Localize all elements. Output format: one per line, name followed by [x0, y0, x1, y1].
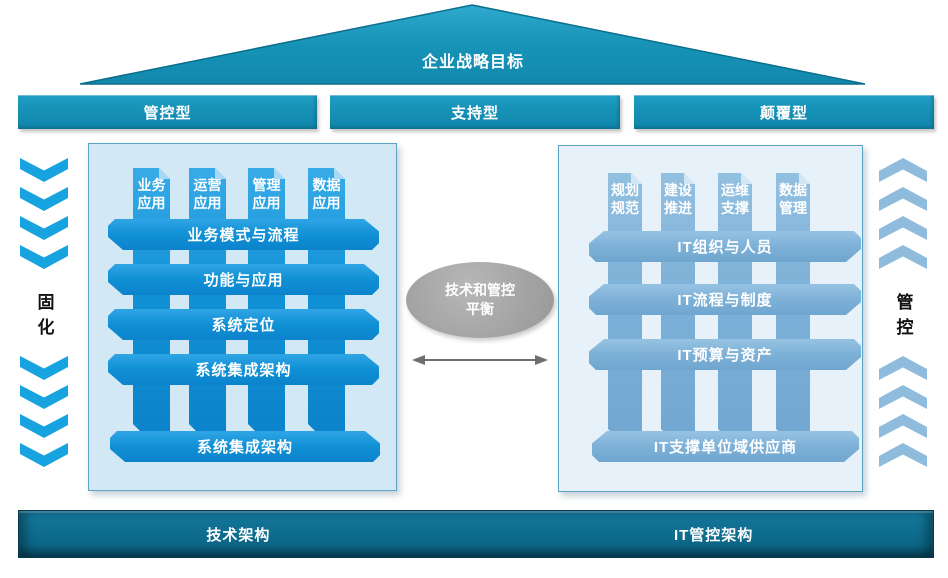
column-label: 运营应用	[193, 177, 222, 211]
right-chevron-group-top	[879, 158, 927, 274]
strategy-goal-title: 企业战略目标	[421, 54, 524, 71]
balance-label-line1: 技术和管控	[445, 282, 515, 298]
column-label: 运维支撑	[721, 182, 749, 216]
bottom-label-tech-architecture: 技术架构	[206, 526, 271, 544]
balance-label-line2: 平衡	[466, 301, 494, 317]
column-label: 数据管理	[779, 182, 807, 216]
up-chevron-icon	[879, 385, 927, 409]
column-label: 建设推进	[664, 182, 692, 216]
fold-corner-icon	[274, 168, 285, 179]
left-bar-system-positioning: 系统定位	[108, 309, 379, 340]
bottom-label-it-governance-architecture: IT管控架构	[673, 526, 754, 544]
header-bar-support-type: 支持型	[330, 95, 620, 129]
left-column-data-app: 数据应用	[308, 168, 345, 436]
bottom-architecture-bar: 技术架构 IT管控架构	[18, 510, 934, 558]
up-chevron-icon	[879, 356, 927, 380]
fold-corner-icon	[684, 173, 695, 184]
up-chevron-icon	[879, 414, 927, 438]
down-chevron-icon	[20, 414, 68, 438]
right-governance-panel: 规划规范 建设推进 运维支撑 数据管理 IT组织与人员 IT流程与制度 IT预算…	[558, 145, 863, 492]
fold-corner-icon	[631, 173, 642, 184]
column-label: 规划规范	[611, 182, 639, 216]
left-column-management-app: 管理应用	[248, 168, 285, 436]
fold-corner-icon	[215, 168, 226, 179]
column-label: 管理应用	[252, 177, 281, 211]
right-bar-it-budget-assets: IT预算与资产	[589, 339, 861, 370]
left-bar-system-integration: 系统集成架构	[108, 354, 379, 385]
down-chevron-icon	[20, 385, 68, 409]
balance-ellipse: 技术和管控 平衡	[406, 262, 554, 338]
left-chevron-group-top	[20, 158, 68, 274]
down-chevron-icon	[20, 187, 68, 211]
up-chevron-icon	[879, 443, 927, 467]
down-chevron-icon	[20, 443, 68, 467]
down-chevron-icon	[20, 158, 68, 182]
right-bar-it-process-rules: IT流程与制度	[589, 284, 861, 315]
up-chevron-icon	[879, 187, 927, 211]
header-bar-disrupt-type: 颠覆型	[634, 95, 934, 129]
down-chevron-icon	[20, 245, 68, 269]
left-footer-bar-system-integration: 系统集成架构	[110, 431, 380, 462]
left-strip-label: 固化	[34, 293, 54, 343]
up-chevron-icon	[879, 216, 927, 240]
left-bar-business-model-process: 业务模式与流程	[108, 219, 379, 250]
up-chevron-icon	[879, 245, 927, 269]
left-architecture-panel: 业务应用 运营应用 管理应用 数据应用 业务模式与流程 功能与应用 系统定位 系…	[88, 143, 397, 491]
left-column-business-app: 业务应用	[133, 168, 170, 436]
left-bar-function-application: 功能与应用	[108, 264, 379, 295]
column-label: 业务应用	[137, 177, 166, 211]
down-chevron-icon	[20, 356, 68, 380]
right-chevron-group-bottom	[879, 356, 927, 472]
left-column-operation-app: 运营应用	[189, 168, 226, 436]
right-footer-bar-it-support-suppliers: IT支撑单位域供应商	[592, 431, 859, 462]
up-chevron-icon	[879, 158, 927, 182]
roof-triangle-shape	[79, 4, 866, 85]
fold-corner-icon	[334, 168, 345, 179]
roof-triangle	[78, 3, 868, 89]
right-strip-label: 管控	[893, 293, 913, 343]
double-arrow-icon	[412, 352, 548, 373]
fold-corner-icon	[741, 173, 752, 184]
column-label: 数据应用	[312, 177, 341, 211]
left-chevron-group-bottom	[20, 356, 68, 472]
fold-corner-icon	[799, 173, 810, 184]
down-chevron-icon	[20, 216, 68, 240]
fold-corner-icon	[159, 168, 170, 179]
header-bar-control-type: 管控型	[18, 95, 317, 129]
right-bar-it-org-people: IT组织与人员	[589, 231, 861, 262]
